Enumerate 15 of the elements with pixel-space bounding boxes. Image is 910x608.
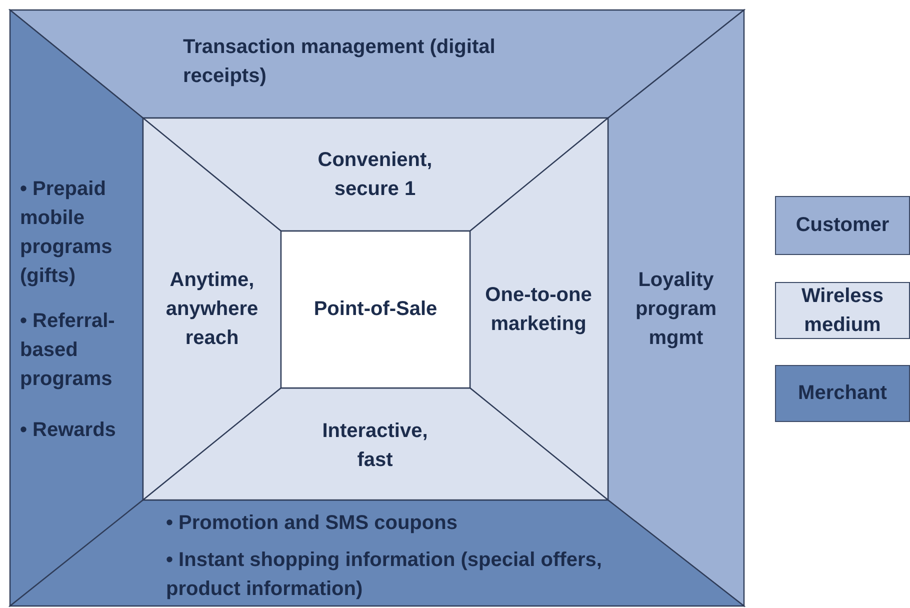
panel-label: Transaction management (digital receipts) — [183, 35, 496, 89]
panel-label: Convenient, secure 1 — [316, 148, 434, 202]
panel-label: • Instant shopping information (special offers, product information) — [166, 548, 603, 602]
panel-label: • Prepaid mobile programs (gifts) — [20, 177, 114, 289]
legend-label: Merchant — [798, 381, 887, 406]
panel-label: Interactive, fast — [321, 419, 429, 473]
legend-label: Customer — [796, 213, 890, 238]
panel-label: Loyality program mgmt — [634, 268, 718, 351]
panel-label: One-to-one marketing — [484, 283, 593, 337]
legend-label: Wireless medium — [800, 284, 885, 338]
panel-label: • Referral-based programs — [20, 309, 116, 392]
panel-label: Anytime, anywhere reach — [164, 268, 260, 351]
panel-label: • Promotion and SMS coupons — [166, 511, 458, 536]
panel-label: • Rewards — [20, 418, 117, 443]
panel-label: Point-of-Sale — [312, 297, 438, 322]
